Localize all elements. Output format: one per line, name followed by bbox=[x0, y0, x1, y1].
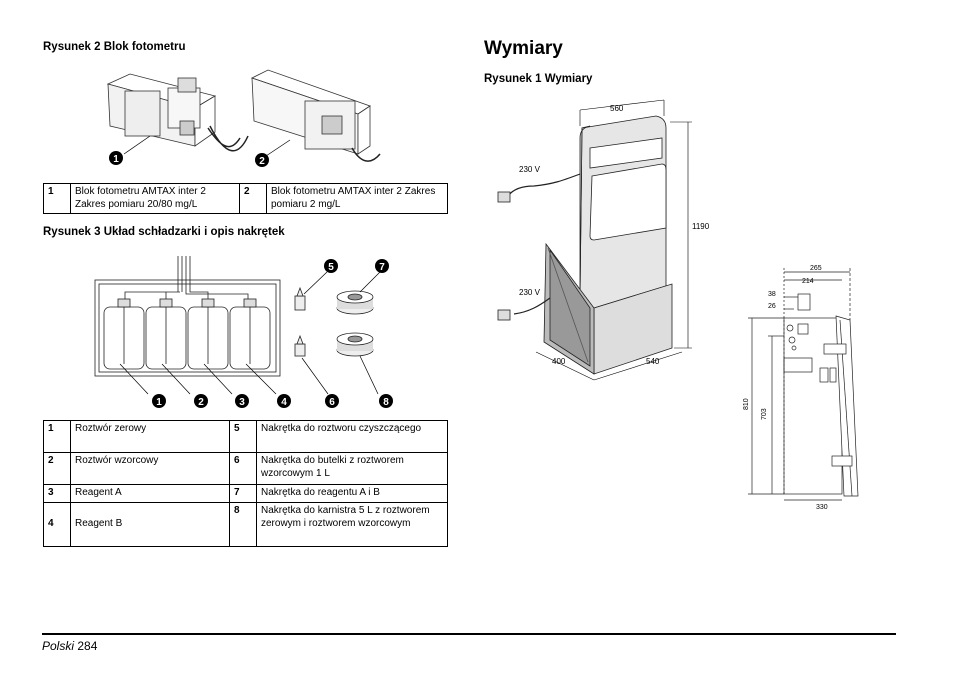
callout-2: 2 bbox=[259, 156, 265, 167]
legend-text: Nakrętka do karnistra 5 L z roztworem ze… bbox=[256, 502, 448, 547]
legend-text: Roztwór zerowy bbox=[70, 420, 230, 453]
photometer-block-1-drawing bbox=[106, 73, 249, 152]
legend-text: Nakrętka do roztworu czyszczącego bbox=[256, 420, 448, 453]
voltage-label-top: 230 V bbox=[519, 165, 541, 174]
figure2-legend-table: 1 Blok fotometru AMTAX inter 2 Zakres po… bbox=[43, 183, 448, 214]
legend-text: Reagent A bbox=[70, 484, 230, 503]
voltage-label-bottom: 230 V bbox=[519, 288, 541, 297]
figure3-caption: Rysunek 3 Układ schładzarki i opis nakrę… bbox=[43, 226, 285, 238]
cabinet-3d-drawing: 560 1190 400 540 230 V 230 V bbox=[497, 99, 710, 381]
dim-height-1190: 1190 bbox=[692, 222, 710, 231]
legend-number: 3 bbox=[43, 484, 71, 503]
legend-text: Blok fotometru AMTAX inter 2 Zakres pomi… bbox=[266, 183, 448, 214]
callout-1: 1 bbox=[156, 397, 162, 408]
callout-badge bbox=[255, 153, 269, 167]
legend-number: 4 bbox=[43, 502, 71, 547]
callout-4: 4 bbox=[281, 397, 287, 408]
dim-depth-400: 400 bbox=[552, 357, 566, 366]
legend-number: 2 bbox=[239, 183, 267, 214]
legend-number: 6 bbox=[229, 452, 257, 485]
legend-number: 8 bbox=[229, 502, 257, 547]
legend-text: Nakrętka do butelki z roztworem wzorcowy… bbox=[256, 452, 448, 485]
cooler-drawing bbox=[94, 256, 281, 377]
photometer-block-2-drawing bbox=[250, 69, 381, 162]
callout-5: 5 bbox=[328, 262, 334, 273]
footer-page-number: 284 bbox=[77, 639, 98, 653]
callout-badge bbox=[109, 151, 123, 165]
dim-810: 810 bbox=[743, 398, 750, 410]
page-footer: Polski 284 bbox=[42, 639, 97, 653]
callout-7: 7 bbox=[379, 262, 385, 273]
callout-6: 6 bbox=[329, 397, 335, 408]
dim-703: 703 bbox=[761, 408, 768, 420]
legend-number: 1 bbox=[43, 420, 71, 453]
callout-8: 8 bbox=[383, 397, 389, 408]
callouts bbox=[152, 259, 393, 408]
legend-number: 5 bbox=[229, 420, 257, 453]
legend-number: 7 bbox=[229, 484, 257, 503]
callout-3: 3 bbox=[239, 397, 245, 408]
dim-214: 214 bbox=[802, 278, 814, 285]
legend-text: Roztwór wzorcowy bbox=[70, 452, 230, 485]
legend-text: Blok fotometru AMTAX inter 2 Zakres pomi… bbox=[70, 183, 240, 214]
footer-language: Polski bbox=[42, 639, 75, 653]
callout-1: 1 bbox=[113, 154, 119, 165]
dim-38: 38 bbox=[768, 291, 776, 298]
figure3-legend-table: 1 Roztwór zerowy 5 Nakrętka do roztworu … bbox=[43, 420, 448, 547]
legend-number: 2 bbox=[43, 452, 71, 485]
figure1-caption: Rysunek 1 Wymiary bbox=[484, 73, 593, 85]
figure2-caption: Rysunek 2 Blok fotometru bbox=[43, 41, 186, 53]
footer-rule bbox=[42, 633, 896, 635]
photometer-block-illustration: 1 2 bbox=[106, 69, 381, 167]
dim-330: 330 bbox=[816, 504, 828, 511]
dim-265: 265 bbox=[810, 265, 822, 272]
cooler-caps-illustration: 1 2 3 4 5 6 7 8 bbox=[94, 256, 393, 408]
section-heading: Wymiary bbox=[484, 38, 563, 59]
dim-width-540: 540 bbox=[646, 357, 660, 366]
dim-width-560: 560 bbox=[610, 104, 624, 113]
legend-text: Reagent B bbox=[70, 502, 230, 547]
callout-2: 2 bbox=[198, 397, 204, 408]
caps-drawing bbox=[294, 286, 374, 357]
dim-26: 26 bbox=[768, 303, 776, 310]
cabinet-side-view-drawing: 265 214 38 26 810 703 330 bbox=[743, 265, 859, 511]
legend-number: 1 bbox=[43, 183, 71, 214]
legend-text: Nakrętka do reagentu A i B bbox=[256, 484, 448, 503]
